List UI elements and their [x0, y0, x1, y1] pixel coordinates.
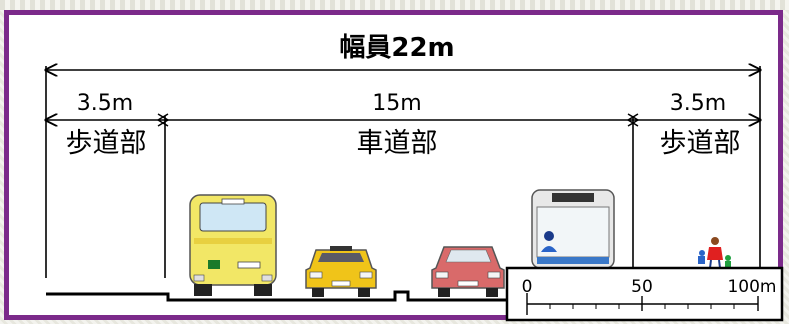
road-surface-profile: [46, 290, 520, 302]
scale-label-0: 0: [522, 277, 533, 297]
carriageway-label: 車道部: [357, 128, 438, 159]
carriageway-width: 15m: [372, 91, 421, 116]
right-sidewalk-width: 3.5m: [670, 91, 726, 116]
background-pattern: [0, 0, 789, 10]
total-width-title: 幅員22m: [339, 33, 454, 63]
left-sidewalk-label: 歩道部: [66, 128, 147, 159]
city-bus-illustration: [531, 189, 615, 269]
scale-label-50: 50: [631, 277, 653, 297]
left-divider-tick: [157, 113, 169, 127]
left-sidewalk-width: 3.5m: [77, 91, 133, 116]
pedestrians-illustration: [698, 237, 731, 269]
car-illustration: [431, 246, 505, 297]
taxi-illustration: [305, 246, 377, 297]
right-sidewalk-label: 歩道部: [660, 128, 741, 159]
bus-illustration: [189, 194, 277, 296]
scale-label-100m: 100m: [727, 277, 776, 297]
scale-bar: 0 50 100m: [505, 266, 784, 322]
